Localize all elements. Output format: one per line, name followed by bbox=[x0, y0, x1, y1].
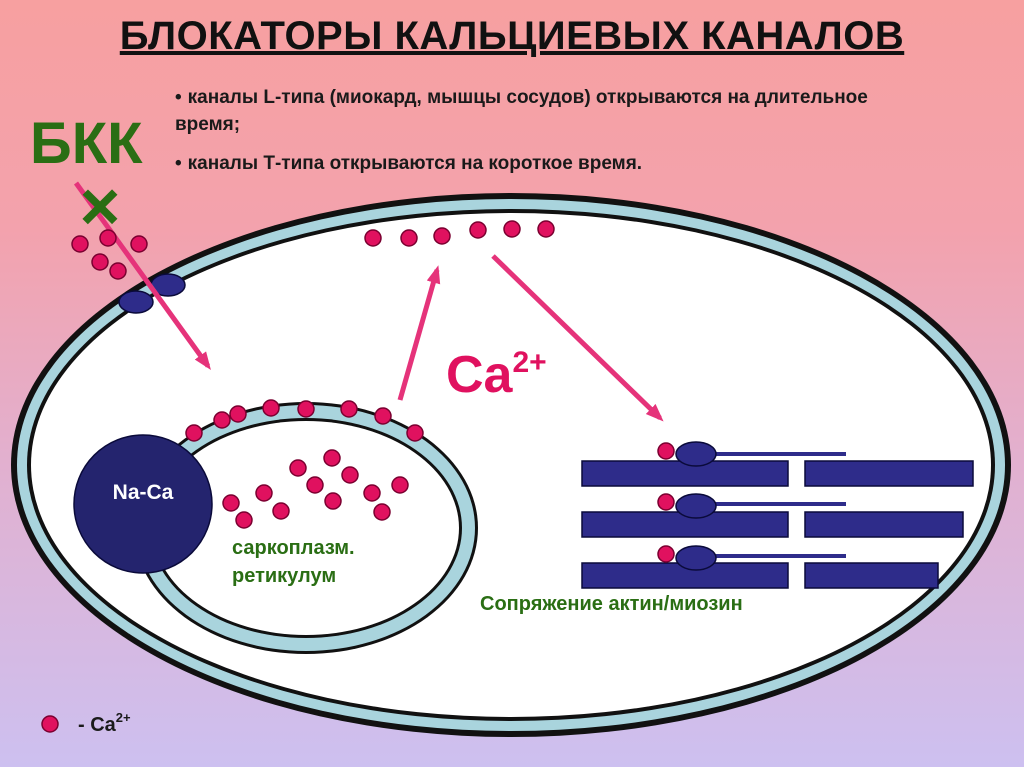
calcium-ion bbox=[391, 476, 409, 494]
flow-arrows bbox=[73, 181, 664, 422]
na-ca-label: Na-Ca bbox=[113, 481, 174, 504]
bullet-l-type: •каналы L-типа (миокард, мышцы сосудов) … bbox=[175, 84, 875, 138]
sarcoplasmic-reticulum bbox=[134, 402, 478, 654]
calcium-ion bbox=[229, 405, 247, 423]
calcium-ion bbox=[469, 221, 487, 239]
actin-myosin-filaments bbox=[581, 441, 974, 589]
calcium-ion bbox=[255, 484, 273, 502]
bkk-label: БКК bbox=[30, 111, 143, 176]
ca-ion-symbol: Ca bbox=[446, 346, 514, 404]
calcium-ion bbox=[363, 484, 381, 502]
na-ca-exchanger: Na-Ca bbox=[73, 434, 213, 574]
ca-ion-charge: 2+ bbox=[512, 346, 546, 379]
calcium-ion bbox=[364, 229, 382, 247]
slide-title: БЛОКАТОРЫ КАЛЬЦИЕВЫХ КАНАЛОВ bbox=[119, 14, 905, 58]
calcium-ion bbox=[341, 466, 359, 484]
calcium-ion bbox=[235, 511, 253, 529]
legend-charge: 2+ bbox=[116, 710, 131, 725]
calcium-ion bbox=[91, 253, 109, 271]
calcium-ion bbox=[289, 459, 307, 477]
legend-label-text: - Ca bbox=[78, 714, 117, 736]
calcium-ion bbox=[297, 400, 315, 418]
calcium-ion bbox=[109, 262, 127, 280]
legend: - Ca2+ bbox=[41, 710, 131, 736]
calcium-ion bbox=[374, 407, 392, 425]
calcium-ion bbox=[400, 229, 418, 247]
bullet-t-type-text: каналы Т-типа открываются на короткое вр… bbox=[187, 153, 643, 174]
bullet-t-type: •каналы Т-типа открываются на короткое в… bbox=[175, 150, 875, 177]
calcium-ion bbox=[213, 411, 231, 429]
calcium-ion bbox=[130, 235, 148, 253]
calcium-ions bbox=[71, 220, 675, 563]
calcium-ion bbox=[222, 494, 240, 512]
ca-ion-label: Ca2+ bbox=[446, 346, 547, 404]
calcium-ion bbox=[185, 424, 203, 442]
bullet-dot-icon: • bbox=[175, 153, 182, 174]
to-filaments-arrow bbox=[491, 254, 664, 422]
calcium-ion bbox=[406, 424, 424, 442]
calcium-ion bbox=[657, 493, 675, 511]
bullet-dot-icon: • bbox=[175, 87, 182, 108]
calcium-ion bbox=[373, 503, 391, 521]
calcium-ion bbox=[657, 442, 675, 460]
calcium-ion bbox=[537, 220, 555, 238]
calcium-ion bbox=[503, 220, 521, 238]
calcium-ion bbox=[323, 449, 341, 467]
calcium-ion bbox=[99, 229, 117, 247]
legend-ion-icon bbox=[41, 715, 59, 733]
influx-arrow bbox=[73, 181, 211, 371]
sr-release-arrow bbox=[397, 265, 441, 401]
legend-label: - Ca2+ bbox=[78, 710, 131, 736]
actin-myosin-label: Сопряжение актин/миозин bbox=[480, 593, 743, 615]
calcium-ion bbox=[433, 227, 451, 245]
calcium-ion bbox=[324, 492, 342, 510]
calcium-ion bbox=[71, 235, 89, 253]
bullet-l-type-text: каналы L-типа (миокард, мышцы сосудов) о… bbox=[175, 87, 868, 135]
calcium-ion bbox=[657, 545, 675, 563]
calcium-ion bbox=[340, 400, 358, 418]
sr-label-line1: саркоплазм. bbox=[232, 537, 355, 559]
calcium-ion bbox=[272, 502, 290, 520]
sr-label-line2: ретикулум bbox=[232, 565, 336, 587]
calcium-ion bbox=[262, 399, 280, 417]
calcium-ion bbox=[306, 476, 324, 494]
